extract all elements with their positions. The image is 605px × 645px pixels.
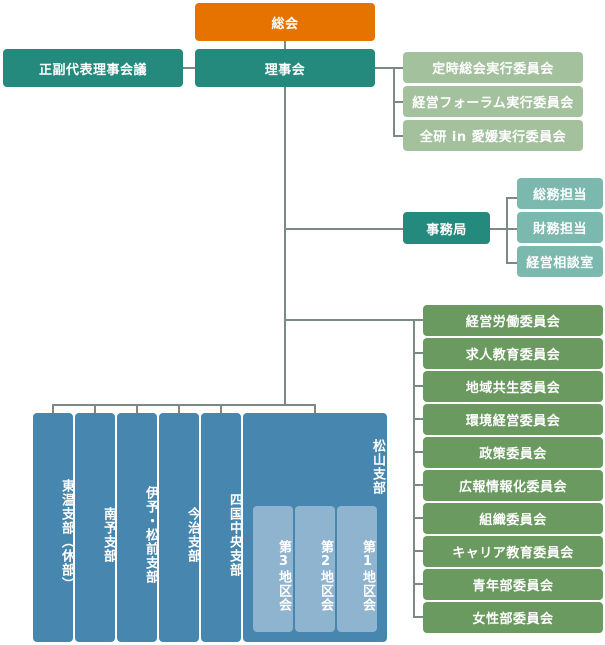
branch-box[interactable]: 今治支部: [159, 413, 200, 642]
connector-branch-1: [52, 404, 54, 414]
committee-label: 求人教育委員会: [465, 348, 561, 363]
branch-label: 東温支部（休部）: [59, 478, 74, 591]
exec-committee-box[interactable]: 経営フォーラム実行委員会: [403, 86, 583, 117]
committee-box[interactable]: 経営労働委員会: [423, 305, 603, 336]
committee-label: 地域共生委員会: [465, 381, 561, 396]
secretariat-unit-box[interactable]: 総務担当: [517, 178, 603, 209]
connector-branch-5: [220, 404, 222, 414]
committee-box[interactable]: 青年部委員会: [423, 569, 603, 600]
committee-label: 広報情報化委員会: [458, 480, 567, 495]
connector-exec-1: [393, 67, 403, 69]
connector-committee-tick: [413, 517, 423, 519]
branch-box[interactable]: 東温支部（休部）: [33, 413, 74, 642]
district-box[interactable]: 第1地区会: [337, 506, 377, 632]
committee-box[interactable]: 広報情報化委員会: [423, 470, 603, 501]
matsuyama-branch-label: 松山支部: [370, 439, 385, 495]
secretariat-unit-label: 財務担当: [532, 222, 587, 237]
connector-exec-3: [393, 135, 403, 137]
connector-committee-tick: [413, 385, 423, 387]
district-box[interactable]: 第3地区会: [253, 506, 293, 632]
board-box[interactable]: 理事会: [195, 49, 375, 87]
committee-box[interactable]: 環境経営委員会: [423, 404, 603, 435]
connector-branches-horizontal: [52, 404, 316, 406]
committee-label: 政策委員会: [479, 447, 547, 462]
connector-board-exec: [375, 67, 394, 69]
exec-committee-label: 経営フォーラム実行委員会: [412, 96, 574, 111]
connector-unit-3: [506, 262, 517, 264]
general-assembly-label: 総会: [271, 16, 299, 32]
general-assembly-box[interactable]: 総会: [195, 3, 375, 41]
district-label: 第1地区会: [360, 540, 375, 612]
connector-committees-vertical: [413, 319, 415, 617]
branch-label: 今治支部: [185, 506, 200, 563]
connector-committee-tick: [413, 616, 423, 618]
officers-council-label: 正副代表理事会議: [38, 62, 147, 78]
connector-units-vertical: [506, 197, 508, 263]
committee-box[interactable]: 組織委員会: [423, 503, 603, 534]
committee-label: 経営労働委員会: [465, 315, 561, 330]
connector-trunk-committees: [284, 319, 415, 321]
branch-box[interactable]: 伊予・松前支部: [117, 413, 158, 642]
connector-committee-tick: [413, 550, 423, 552]
connector-committee-tick: [413, 484, 423, 486]
branch-label: 南予支部: [101, 506, 116, 563]
officers-council-box[interactable]: 正副代表理事会議: [3, 49, 183, 87]
branch-label: 四国中央支部: [227, 492, 242, 577]
secretariat-unit-label: 経営相談室: [526, 256, 594, 271]
exec-committee-box[interactable]: 定時総会実行委員会: [403, 52, 583, 83]
exec-committee-label: 全研 in 愛媛実行委員会: [419, 130, 567, 145]
branch-box[interactable]: 四国中央支部: [201, 413, 242, 642]
connector-board-trunk: [284, 86, 286, 406]
connector-trunk-secretariat: [284, 228, 404, 230]
exec-committee-box[interactable]: 全研 in 愛媛実行委員会: [403, 120, 583, 151]
district-box[interactable]: 第2地区会: [295, 506, 335, 632]
committee-label: キャリア教育委員会: [452, 546, 574, 561]
committee-box[interactable]: キャリア教育委員会: [423, 536, 603, 567]
branch-box[interactable]: 南予支部: [75, 413, 116, 642]
connector-branch-matsuyama: [314, 404, 316, 414]
connector-committee-tick: [413, 583, 423, 585]
exec-committee-label: 定時総会実行委員会: [432, 62, 554, 77]
secretariat-box[interactable]: 事務局: [403, 212, 490, 244]
connector-unit-2: [506, 228, 517, 230]
connector-committee-tick: [413, 352, 423, 354]
connector-branch-3: [136, 404, 138, 414]
board-label: 理事会: [264, 62, 306, 78]
committee-label: 女性部委員会: [472, 612, 554, 627]
connector-branch-2: [94, 404, 96, 414]
secretariat-unit-box[interactable]: 財務担当: [517, 212, 603, 243]
connector-branch-4: [178, 404, 180, 414]
district-label: 第3地区会: [276, 540, 291, 612]
committee-label: 環境経営委員会: [465, 414, 561, 429]
connector-assembly-board: [284, 40, 286, 50]
connector-unit-1: [506, 197, 517, 199]
connector-secretariat-units: [490, 228, 506, 230]
branch-label: 伊予・松前支部: [143, 485, 158, 584]
committee-box[interactable]: 女性部委員会: [423, 602, 603, 633]
connector-committee-tick: [413, 451, 423, 453]
connector-committee-tick: [413, 418, 423, 420]
connector-committee-tick: [413, 319, 423, 321]
committee-label: 青年部委員会: [472, 579, 554, 594]
secretariat-label: 事務局: [426, 222, 467, 238]
secretariat-unit-box[interactable]: 経営相談室: [517, 246, 603, 277]
committee-box[interactable]: 地域共生委員会: [423, 371, 603, 402]
committee-label: 組織委員会: [479, 513, 547, 528]
connector-exec-2: [393, 101, 403, 103]
district-label: 第2地区会: [318, 540, 333, 612]
connector-officers-board: [183, 67, 195, 69]
committee-box[interactable]: 政策委員会: [423, 437, 603, 468]
matsuyama-branch-box[interactable]: 松山支部 第3地区会 第2地区会 第1地区会: [243, 413, 387, 642]
committee-box[interactable]: 求人教育委員会: [423, 338, 603, 369]
secretariat-unit-label: 総務担当: [532, 188, 587, 203]
